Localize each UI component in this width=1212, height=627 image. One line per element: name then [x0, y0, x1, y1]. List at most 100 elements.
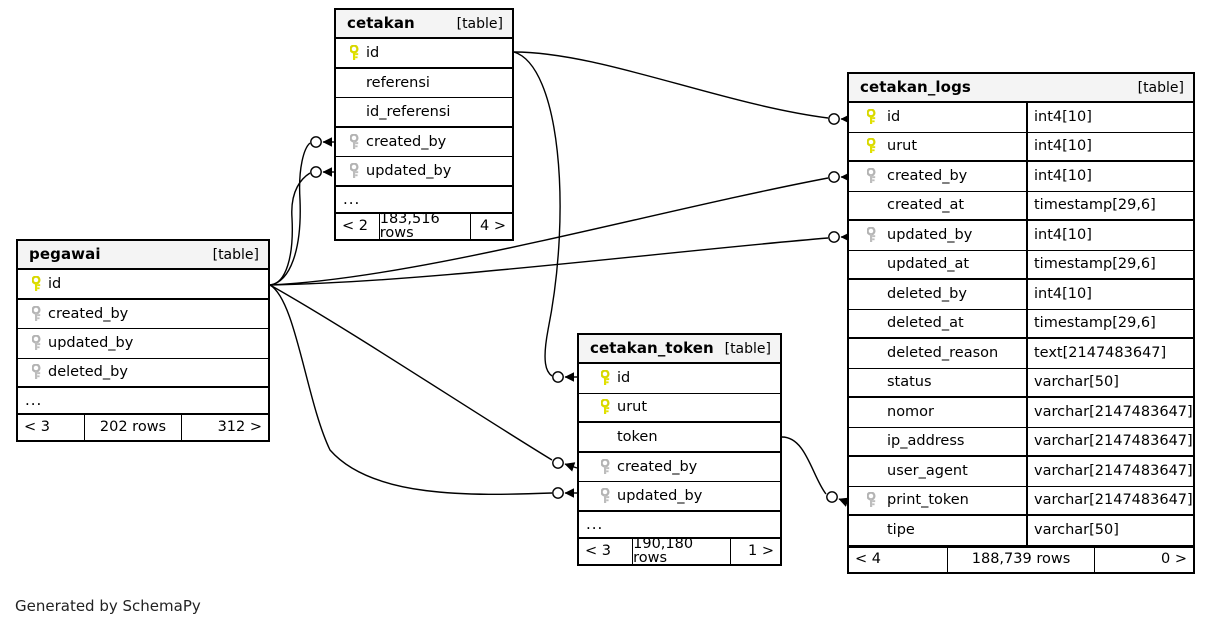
column-label: id	[48, 275, 62, 292]
footer-parents-count[interactable]: < 2	[342, 217, 368, 234]
column-name-cell: id	[849, 103, 1026, 132]
column-name-cell: tipe	[849, 516, 1026, 545]
column-name-cell: status	[849, 369, 1026, 397]
column-label: created_by	[366, 133, 447, 150]
column-type: text[2147483647]	[1026, 339, 1193, 368]
column-row[interactable]: referensi	[336, 69, 512, 98]
column-row[interactable]: ip_address varchar[2147483647]	[849, 427, 1193, 457]
column-row[interactable]: created_by int4[10]	[849, 162, 1193, 192]
column-name-cell: deleted_by	[849, 280, 1026, 309]
column-row[interactable]: created_at timestamp[29,6]	[849, 191, 1193, 221]
column-row[interactable]: id	[579, 364, 780, 394]
footer-parents-count[interactable]: < 3	[24, 419, 50, 436]
column-name-cell: created_by	[336, 128, 512, 157]
column-label: deleted_at	[887, 315, 964, 331]
column-row[interactable]: updated_by	[579, 482, 780, 512]
column-row[interactable]: urut int4[10]	[849, 132, 1193, 162]
column-label: tipe	[887, 522, 915, 538]
column-row[interactable]: deleted_at timestamp[29,6]	[849, 309, 1193, 339]
column-label: updated_at	[887, 256, 970, 272]
table-cetakan-logs[interactable]: cetakan_logs [table] id int4[10] urut in…	[847, 72, 1195, 574]
column-name-cell: updated_by	[579, 482, 780, 510]
column-type: varchar[2147483647]	[1026, 457, 1193, 486]
edge-pegawai-id-to-cetakan-token-created-by	[269, 284, 578, 472]
column-row[interactable]: deleted_by	[18, 359, 268, 388]
column-label: id	[366, 44, 380, 61]
column-row[interactable]: nomor varchar[2147483647]	[849, 398, 1193, 428]
column-name-cell: updated_by	[336, 157, 512, 185]
column-type: timestamp[29,6]	[1026, 191, 1193, 219]
column-row[interactable]: urut	[579, 394, 780, 423]
footer-row-count: 202 rows	[84, 415, 182, 440]
edge-cetakan-id-to-cetakan-token-id	[513, 51, 577, 383]
column-label: created_by	[48, 305, 129, 322]
foreign-key-icon	[857, 168, 887, 184]
column-row[interactable]: updated_by	[18, 329, 268, 359]
column-row[interactable]: status varchar[50]	[849, 368, 1193, 398]
column-name-cell: created_at	[849, 192, 1026, 220]
column-row[interactable]: updated_by	[336, 157, 512, 187]
table-pegawai[interactable]: pegawai [table] id created_by	[16, 239, 270, 442]
table-cetakan-token[interactable]: cetakan_token [table] id urut token	[577, 333, 782, 566]
footer-children-count[interactable]: 4 >	[480, 217, 506, 234]
column-label: ip_address	[887, 433, 965, 449]
column-type: int4[10]	[1026, 103, 1193, 132]
column-type: varchar[2147483647]	[1026, 486, 1193, 514]
edge-cetakan-id-to-cetakan-logs-id	[513, 51, 851, 125]
column-type: timestamp[29,6]	[1026, 250, 1193, 278]
footer-parents-count[interactable]: < 4	[855, 551, 881, 568]
footer-children-count[interactable]: 0 >	[1161, 551, 1187, 568]
column-name-cell: user_agent	[849, 457, 1026, 486]
column-row[interactable]: created_by	[336, 128, 512, 157]
column-name-cell: deleted_reason	[849, 339, 1026, 368]
column-label: id	[617, 370, 631, 386]
foreign-key-icon	[857, 492, 887, 508]
column-row[interactable]: user_agent varchar[2147483647]	[849, 457, 1193, 487]
column-row[interactable]: created_by	[579, 453, 780, 482]
column-row[interactable]: print_token varchar[2147483647]	[849, 486, 1193, 516]
column-row[interactable]: created_by	[18, 300, 268, 329]
column-label: deleted_by	[887, 286, 967, 302]
column-label: id	[887, 109, 901, 125]
more-columns-indicator: ...	[579, 512, 780, 538]
column-name-cell: id	[579, 364, 780, 393]
column-label: updated_by	[366, 162, 452, 179]
column-label: updated_by	[617, 487, 703, 504]
column-row[interactable]: deleted_by int4[10]	[849, 280, 1193, 310]
column-row[interactable]: id int4[10]	[849, 103, 1193, 133]
column-name-cell: id	[18, 270, 268, 298]
table-header: pegawai [table]	[18, 241, 268, 270]
column-name-cell: created_by	[579, 453, 780, 482]
table-header: cetakan_token [table]	[579, 335, 780, 364]
table-cetakan[interactable]: cetakan [table] id referensi id_referens…	[334, 8, 514, 241]
column-row[interactable]: id	[18, 270, 268, 300]
column-label: updated_by	[887, 227, 973, 243]
table-type-tag: [table]	[456, 15, 503, 32]
column-type: varchar[50]	[1026, 516, 1193, 545]
column-name-cell: deleted_by	[18, 359, 268, 387]
table-type-tag: [table]	[724, 340, 771, 357]
table-footer: < 3 202 rows 312 >	[18, 414, 268, 440]
column-row[interactable]: deleted_reason text[2147483647]	[849, 339, 1193, 369]
column-type: timestamp[29,6]	[1026, 309, 1193, 337]
column-type: int4[10]	[1026, 132, 1193, 160]
foreign-key-icon	[26, 335, 48, 351]
footer-children-count[interactable]: 312 >	[217, 419, 262, 436]
edge-pegawai-id-to-cetakan-token-updated-by	[269, 284, 577, 499]
column-row[interactable]: token	[579, 423, 780, 453]
column-name-cell: nomor	[849, 398, 1026, 427]
foreign-key-icon	[595, 487, 617, 504]
column-row[interactable]: updated_by int4[10]	[849, 221, 1193, 251]
column-row[interactable]: updated_at timestamp[29,6]	[849, 250, 1193, 280]
foreign-key-icon	[857, 227, 887, 243]
footer-row-count: 188,739 rows	[947, 547, 1095, 572]
footer-children-count[interactable]: 1 >	[748, 542, 774, 559]
column-row[interactable]: id	[336, 39, 512, 69]
column-row[interactable]: id_referensi	[336, 98, 512, 128]
column-row[interactable]: tipe varchar[50]	[849, 516, 1193, 546]
column-label: urut	[887, 138, 918, 154]
foreign-key-icon	[26, 305, 48, 322]
footer-parents-count[interactable]: < 3	[585, 542, 611, 559]
column-label: deleted_reason	[887, 345, 999, 361]
